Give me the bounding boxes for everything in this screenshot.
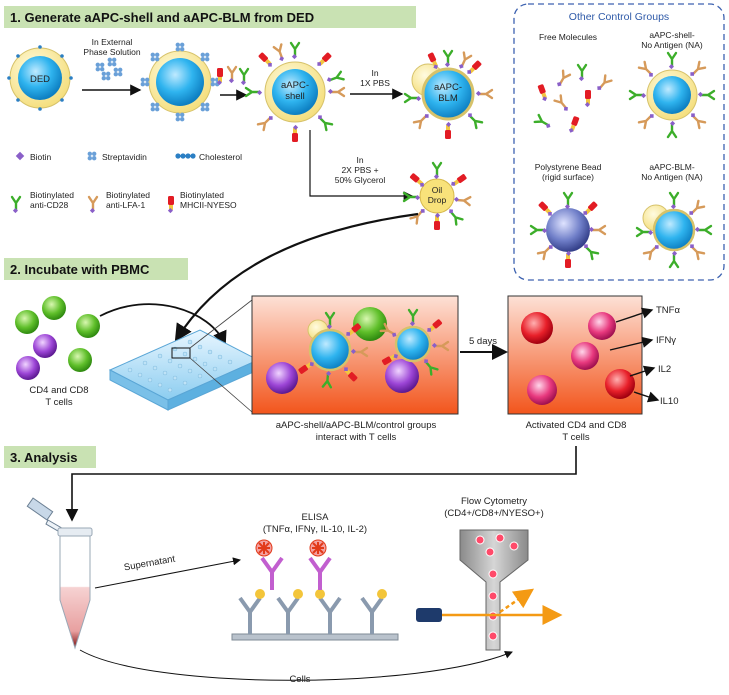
control-bead-label-1: Polystyrene Bead bbox=[535, 162, 602, 172]
elisa-assay-icon bbox=[231, 539, 399, 641]
legend-mhc-2: MHCII-NYESO bbox=[180, 200, 237, 210]
legend-biotin: Biotin bbox=[30, 152, 52, 162]
activated-label-2: T cells bbox=[562, 432, 590, 443]
control-groups-box bbox=[513, 3, 725, 281]
t-cells-label-2: T cells bbox=[45, 397, 73, 408]
oil-drop-label-1: Oil bbox=[432, 185, 443, 195]
aapc-shell-label-2: shell bbox=[285, 91, 305, 102]
legend-cd28-1: Biotinylated bbox=[30, 190, 74, 200]
aapc-blm-na-particle bbox=[635, 191, 713, 269]
oil-drop-particle bbox=[402, 161, 472, 230]
oil-drop-label-2: Drop bbox=[428, 195, 447, 205]
flow-label-1: Flow Cytometry bbox=[461, 496, 527, 507]
section-1-header-bg bbox=[4, 6, 416, 28]
pbs2-label-2: 2X PBS + bbox=[341, 165, 378, 175]
ded-particle bbox=[7, 45, 73, 111]
cytokine-ifng: IFNγ bbox=[656, 335, 676, 346]
elisa-label-1: ELISA bbox=[302, 512, 330, 523]
elisa-label-2: (TNFα, IFNγ, IL-10, IL-2) bbox=[263, 524, 367, 535]
flow-cytometer-icon bbox=[416, 529, 563, 651]
external-phase-label-1: In External bbox=[92, 37, 133, 47]
supernatant-label: Supernatant bbox=[123, 554, 176, 574]
pbs1-label-1: In bbox=[371, 68, 378, 78]
aapc-blm-label-1: aAPC- bbox=[434, 82, 462, 93]
arrow-cells bbox=[79, 649, 513, 681]
control-shell-na-label-1: aAPC-shell- bbox=[649, 30, 695, 40]
aapc-shell-na-particle bbox=[628, 51, 716, 139]
cytokine-il10: IL10 bbox=[660, 396, 679, 407]
arrow-cells-to-plate bbox=[99, 303, 227, 346]
legend-cholesterol: Cholesterol bbox=[199, 152, 242, 162]
cytokine-il2: IL2 bbox=[658, 364, 671, 375]
ded-label: DED bbox=[30, 74, 50, 85]
streptavidin-icon bbox=[87, 151, 97, 161]
control-shell-na-label-2: No Antigen (NA) bbox=[641, 40, 703, 50]
anti-cd28-icon bbox=[10, 195, 22, 215]
ded-streptavidin-particle bbox=[140, 42, 220, 122]
control-blm-na-label-1: aAPC-BLM- bbox=[649, 162, 695, 172]
interaction-scene bbox=[266, 307, 450, 394]
aapc-blm-particle bbox=[403, 49, 494, 139]
biotin-icon bbox=[15, 151, 25, 161]
legend-lfa1-1: Biotinylated bbox=[106, 190, 150, 200]
external-phase-label-2: Phase Solution bbox=[83, 47, 140, 57]
cholesterol-icon bbox=[175, 153, 196, 159]
aapc-shell-particle bbox=[244, 41, 346, 142]
cytokine-arrows bbox=[609, 307, 660, 403]
legend: Biotin Streptavidin Cholesterol Biotinyl… bbox=[10, 151, 242, 215]
zoom-line-1 bbox=[189, 299, 253, 349]
t-cells-cluster bbox=[15, 296, 100, 380]
interact-label-1: aAPC-shell/aAPC-BLM/control groups bbox=[276, 420, 437, 431]
legend-cd28-2: anti-CD28 bbox=[30, 200, 69, 210]
pbs2-label-1: In bbox=[356, 155, 363, 165]
sample-tube bbox=[57, 527, 93, 650]
well-plate bbox=[108, 329, 260, 411]
activated-cells bbox=[521, 312, 635, 405]
section-3-header: 3. Analysis bbox=[10, 450, 77, 465]
interact-label-2: interact with T cells bbox=[316, 432, 397, 443]
streptavidin-cluster-icon bbox=[95, 57, 123, 81]
control-bead-label-2: (rigid surface) bbox=[542, 172, 594, 182]
free-ligands-icon bbox=[216, 65, 250, 87]
control-free-label: Free Molecules bbox=[539, 32, 597, 42]
arrow-supernatant bbox=[94, 557, 241, 589]
mhc-nyeso-icon bbox=[167, 196, 174, 214]
cells-label: Cells bbox=[289, 674, 310, 685]
arrow-to-tube bbox=[65, 446, 577, 522]
pbs2-label-3: 50% Glycerol bbox=[335, 175, 386, 185]
flow-label-2: (CD4+/CD8+/NYESO+) bbox=[444, 508, 544, 519]
cytokine-tnfa: TNFα bbox=[656, 305, 680, 316]
legend-streptavidin: Streptavidin bbox=[102, 152, 147, 162]
t-cells-label-1: CD4 and CD8 bbox=[29, 385, 88, 396]
zoom-line-2 bbox=[189, 357, 253, 413]
aapc-blm-label-2: BLM bbox=[438, 93, 458, 104]
section-2-header: 2. Incubate with PBMC bbox=[10, 262, 150, 277]
aapc-shell-label-1: aAPC- bbox=[281, 80, 309, 91]
legend-lfa1-2: anti-LFA-1 bbox=[106, 200, 145, 210]
activated-label-1: Activated CD4 and CD8 bbox=[526, 420, 627, 431]
control-blm-na-label-2: No Antigen (NA) bbox=[641, 172, 703, 182]
section-2-header-bg bbox=[4, 258, 188, 280]
arrow-oil bbox=[309, 130, 414, 201]
anti-lfa1-icon bbox=[87, 195, 99, 215]
free-molecules-icon bbox=[533, 63, 613, 134]
section-1-header: 1. Generate aAPC-shell and aAPC-BLM from… bbox=[10, 10, 314, 25]
pbs1-label-2: 1X PBS bbox=[360, 78, 390, 88]
section-3-header-bg bbox=[4, 446, 96, 468]
days-label: 5 days bbox=[469, 336, 497, 347]
legend-mhc-1: Biotinylated bbox=[180, 190, 224, 200]
polystyrene-bead-particle bbox=[529, 191, 607, 268]
laser-icon bbox=[416, 608, 442, 622]
control-groups-title: Other Control Groups bbox=[569, 11, 669, 23]
